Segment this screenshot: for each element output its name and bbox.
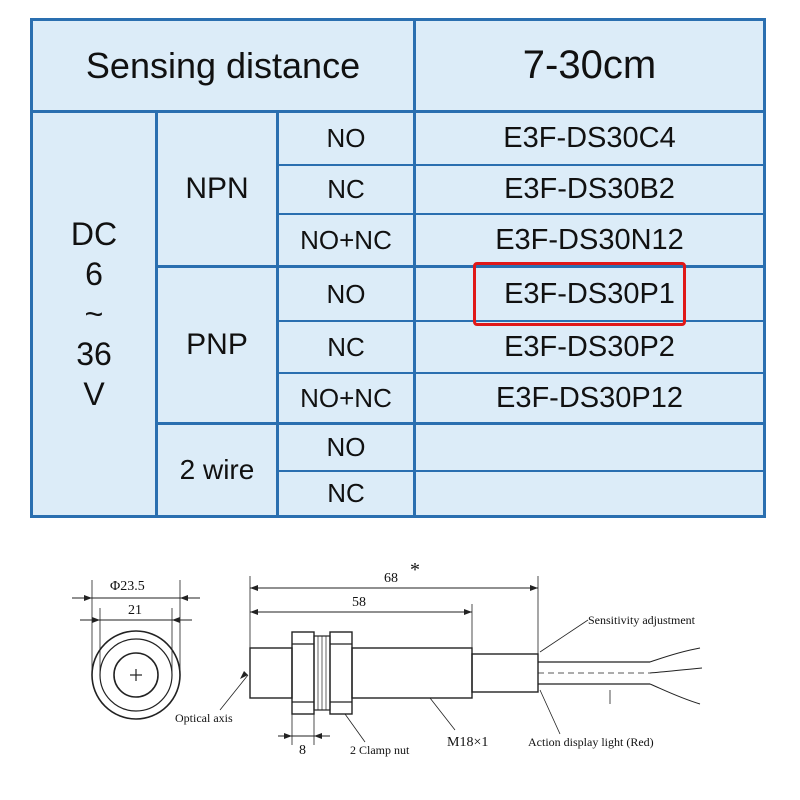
total-length-label: 68 <box>384 571 398 586</box>
spec-table: Sensing distance 7-30cm DC 6 ~ 36 V NPN … <box>30 18 766 518</box>
output-type-2-wire: 2 wire <box>179 454 255 485</box>
thread-label: M18×1 <box>447 735 488 750</box>
model-cell: E3F-DS30N12 <box>495 223 684 256</box>
supply-line-3: ~ <box>84 296 104 332</box>
nut-width-label: 8 <box>299 743 306 758</box>
model-cell: E3F-DS30P2 <box>504 330 675 363</box>
output-type-npn: NPN <box>185 172 249 205</box>
model-cell <box>416 425 763 470</box>
inner-diameter-label: 21 <box>128 603 142 618</box>
selected-model-highlight <box>473 262 686 326</box>
output-type-pnp: PNP <box>186 328 248 361</box>
model-cell: E3F-DS30P1 <box>504 277 675 310</box>
optical-axis-label: Optical axis <box>175 711 233 725</box>
body-length-label: 58 <box>352 595 366 610</box>
mode-cell: NO+NC <box>300 224 392 255</box>
model-cell <box>416 472 763 515</box>
sensing-distance-value: 7-30cm <box>522 43 657 87</box>
mode-cell: NO <box>326 432 366 462</box>
mode-cell: NC <box>327 478 365 508</box>
mode-cell: NC <box>327 331 365 362</box>
mode-cell: NO+NC <box>300 382 392 413</box>
supply-line-4: 36 <box>76 336 112 372</box>
model-cell: E3F-DS30C4 <box>503 122 676 154</box>
sensing-distance-label: Sensing distance <box>85 44 361 86</box>
outer-diameter-label: Φ23.5 <box>110 579 145 594</box>
mode-cell: NO <box>326 278 366 309</box>
sensitivity-adjustment-label: Sensitivity adjustment <box>588 613 696 627</box>
supply-line-1: DC <box>70 216 118 252</box>
asterisk-mark: * <box>410 559 420 581</box>
mode-cell: NO <box>326 123 366 153</box>
mode-cell: NC <box>327 174 365 204</box>
supply-line-5: V <box>83 376 105 412</box>
clamp-nut-label: 2 Clamp nut <box>350 743 410 757</box>
supply-voltage: DC 6 ~ 36 V <box>33 113 155 515</box>
action-display-light-label: Action display light (Red) <box>528 735 654 749</box>
supply-line-2: 6 <box>85 256 103 292</box>
sensor-dimension-drawing: Φ23.5 21 68 * 58 8 Optical axis 2 Clamp … <box>72 559 703 758</box>
model-cell: E3F-DS30P12 <box>496 381 683 414</box>
model-cell: E3F-DS30B2 <box>504 173 675 205</box>
